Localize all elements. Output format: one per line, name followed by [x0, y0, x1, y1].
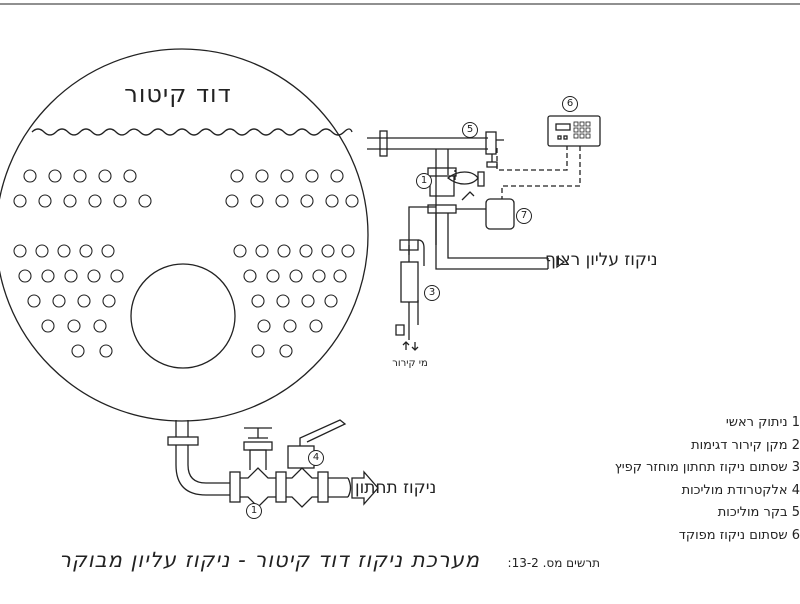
cooling-water-label: מי קירור [392, 358, 428, 369]
water-level [31, 128, 353, 136]
legend-item: 4 אלקטרודת מוליכות [681, 482, 800, 498]
marker-7: 7 [516, 208, 532, 224]
marker-1-top: 1 [416, 173, 432, 189]
marker-3: 3 [424, 285, 440, 301]
top-blowdown-pipe [367, 130, 566, 270]
marker-1-bottom: 1 [246, 503, 262, 519]
boiler-shell [0, 48, 369, 422]
continuous-blowdown-label: ניקוז עליון רצוף [545, 250, 658, 270]
marker-5: 5 [462, 122, 478, 138]
signal-lines [454, 146, 581, 199]
marker-6: 6 [562, 96, 578, 112]
sample-cooler-branch [395, 206, 436, 351]
bottom-blowdown-pipe [167, 419, 379, 508]
bottom-blowdown-label: ניקוז תחתון [355, 478, 437, 498]
boiler-tubes [13, 169, 359, 358]
legend-item: 3 שסתום ניקוז תחתון מוחזר קפיץ [614, 460, 800, 475]
legend-item: 1 ניתוק ראשי [725, 415, 800, 430]
marker-4: 4 [308, 450, 324, 466]
legend-item: 2 מקן קירור דגימות [691, 437, 800, 453]
legend: 1 ניתוק ראשי 2 מקן קירור דגימות 3 שסתום … [590, 412, 800, 547]
figure-reference: תרשים מס. 13-2: [507, 556, 600, 570]
furnace-tube [130, 263, 236, 369]
legend-item: 5 בקר מוליכות [717, 505, 800, 520]
legend-item: 6 שסתום ניקוז מפוקד [678, 527, 800, 543]
figure-title: מערכת ניקוז דוד קיטור - ניקוז עליון מבוק… [59, 548, 480, 572]
boiler-title: דוד קיטור [124, 80, 232, 108]
conductivity-controller [547, 115, 601, 147]
